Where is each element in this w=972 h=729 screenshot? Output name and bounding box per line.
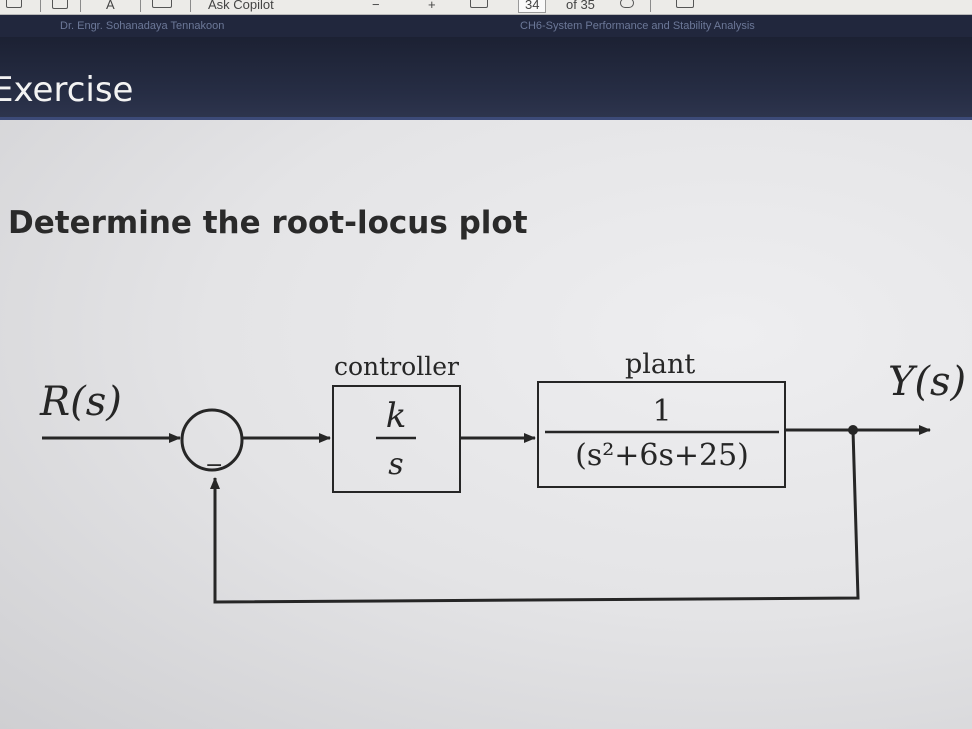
author-text: Dr. Engr. Sohanadaya Tennakoon — [60, 20, 225, 32]
highlight-icon[interactable] — [152, 0, 172, 8]
viewer-toolbar: A Ask Copilot − + 34 of 35 — [0, 0, 972, 15]
plant-denominator: (s²+6s+25) — [575, 438, 749, 473]
plant-numerator: 1 — [652, 394, 671, 429]
output-label: Y(s) — [888, 359, 966, 405]
page-total-label: of 35 — [566, 0, 595, 12]
question-text: Determine the root-locus plot — [8, 205, 528, 241]
summing-sign: − — [205, 453, 223, 478]
slide-header — [0, 37, 972, 117]
header-divider — [0, 117, 972, 120]
chapter-text: CH6-System Performance and Stability Ana… — [520, 20, 755, 32]
feedback-path — [210, 429, 860, 604]
toolbar-divider — [80, 0, 81, 12]
rotate-icon[interactable] — [620, 0, 634, 8]
toolbar-divider — [140, 0, 141, 12]
fit-page-icon[interactable] — [470, 0, 488, 8]
text-size-button[interactable]: A — [106, 0, 115, 12]
controller-denominator: s — [388, 447, 403, 482]
plant-label: plant — [625, 349, 695, 380]
summing-junction — [180, 408, 244, 472]
slide-footer-strip: Dr. Engr. Sohanadaya Tennakoon CH6-Syste… — [0, 15, 972, 37]
slide-title: Exercise — [0, 70, 134, 110]
zoom-out-button[interactable]: − — [372, 0, 380, 12]
slide-body — [0, 120, 972, 729]
toolbar-divider — [190, 0, 191, 12]
view-icon[interactable] — [6, 0, 22, 8]
page-number-input[interactable]: 34 — [518, 0, 547, 13]
two-page-view-icon[interactable] — [676, 0, 694, 8]
controller-label: controller — [334, 352, 459, 381]
plant-block — [537, 381, 786, 488]
input-label: R(s) — [39, 379, 122, 425]
toolbar-divider — [40, 0, 41, 12]
toolbar-divider — [650, 0, 651, 12]
ask-copilot-button[interactable]: Ask Copilot — [208, 0, 274, 12]
read-aloud-icon[interactable] — [52, 0, 68, 9]
controller-numerator: k — [386, 396, 407, 436]
zoom-in-button[interactable]: + — [428, 0, 436, 12]
